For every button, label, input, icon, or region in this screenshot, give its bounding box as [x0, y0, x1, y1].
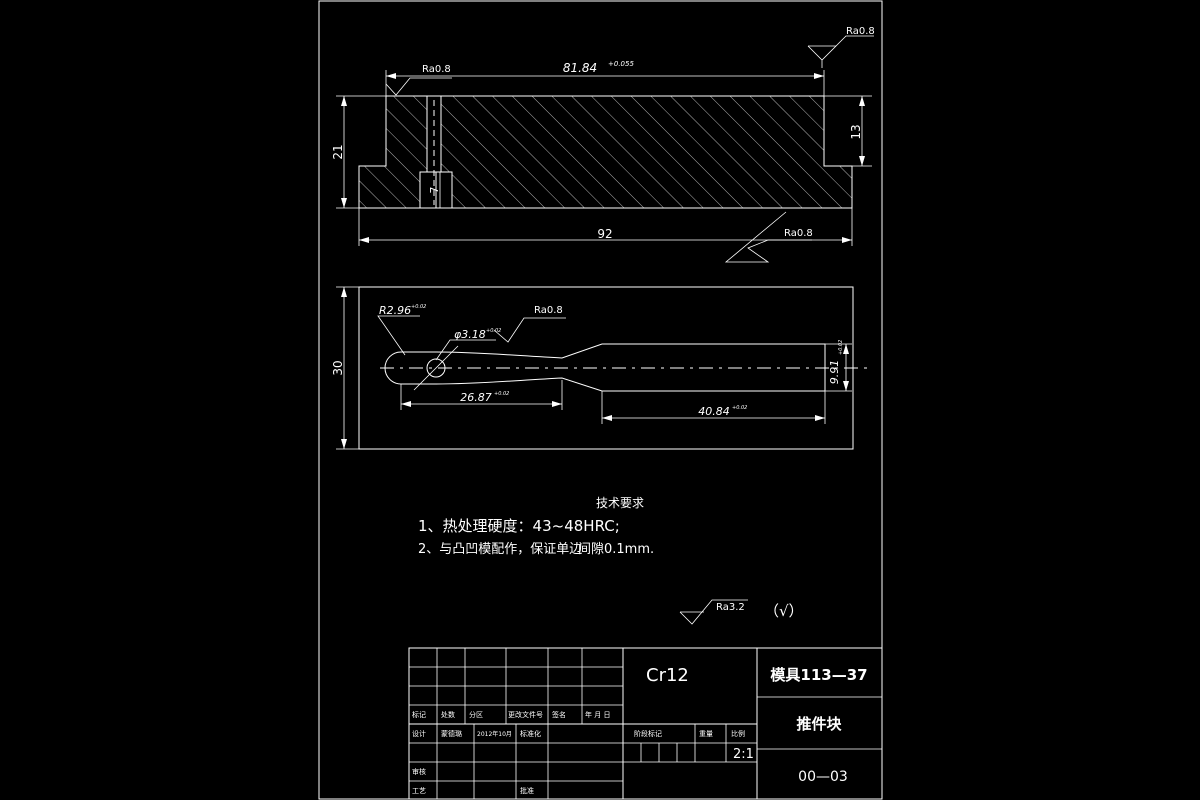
dim-len-a-tol: +0.02	[494, 391, 509, 397]
label-zone: 分区	[469, 710, 483, 719]
roughness-left: Ra0.8	[422, 64, 451, 75]
title-block: Cr12 模具113—37 推件块 00—03 2:1 标记 处数 分区 更改文…	[408, 647, 883, 800]
label-stage-mark: 阶段标记	[634, 729, 662, 738]
front-view-section: 81.84 +0.055 Ra0.8 Ra0.8 21 13 7 92 Ra0.…	[331, 26, 875, 263]
label-design-date: 2012年10月	[477, 730, 512, 738]
material: Cr12	[646, 665, 689, 686]
part-name: 推件块	[796, 715, 842, 733]
drawing-no: 00—03	[798, 769, 848, 785]
dim-radius-tol: +0.02	[411, 304, 426, 310]
dim-len-b: 40.84	[698, 405, 730, 418]
roughness-symbol-general	[679, 599, 748, 625]
label-process: 工艺	[412, 787, 426, 795]
tech-requirements: 技术要求 1、热处理硬度：43~48HRC; 2、与凸凹模配作，保证单边 间隙0…	[418, 496, 654, 557]
roughness-symbol-hole	[493, 317, 566, 343]
dim-height-total: 21	[331, 144, 345, 159]
label-sign: 签名	[552, 710, 566, 719]
roughness-symbol-bottom	[724, 211, 812, 263]
dim-top-tol: +0.055	[608, 60, 634, 68]
label-review: 审核	[412, 767, 426, 776]
dim-len-a: 26.87	[460, 391, 492, 404]
dim-slot: 9.91	[828, 360, 841, 385]
label-count: 处数	[441, 710, 455, 719]
general-roughness: Ra3.2 （√）	[679, 599, 804, 625]
tech-item-2a: 2、与凸凹模配作，保证单边	[418, 542, 582, 557]
dim-height-right: 13	[849, 124, 863, 139]
roughness-top-right: Ra0.8	[846, 26, 875, 37]
dim-top-length: 81.84	[563, 61, 597, 75]
roughness-general: Ra3.2	[716, 602, 745, 613]
roughness-bottom: Ra0.8	[784, 228, 813, 239]
roughness-symbol-top-right	[807, 35, 874, 68]
roughness-symbol-left	[385, 77, 452, 96]
dim-hole-tol: +0.02	[486, 328, 501, 334]
label-weight: 重量	[699, 730, 713, 738]
slot-profile	[384, 343, 826, 392]
dim-hole: φ3.18	[454, 328, 486, 341]
label-approve: 批准	[520, 786, 534, 795]
tech-item-1: 1、热处理硬度：43~48HRC;	[418, 517, 620, 535]
label-ratio: 比例	[731, 729, 745, 738]
tech-title: 技术要求	[596, 496, 644, 510]
roughness-hole: Ra0.8	[534, 305, 563, 316]
top-view: 30 R2.96 +0.02 φ3.18 +0.02 Ra0.8 26.87 +…	[331, 286, 870, 450]
dim-depth-hole: 7	[428, 187, 441, 194]
label-designer: 蒙德璐	[441, 729, 462, 738]
label-change-doc: 更改文件号	[508, 710, 543, 719]
roughness-general-paren: （√）	[764, 602, 804, 620]
dim-width: 30	[331, 360, 345, 375]
dim-radius: R2.96	[379, 304, 411, 317]
dim-len-b-tol: +0.02	[732, 405, 747, 411]
dim-bottom-length: 92	[597, 227, 612, 241]
tech-item-2b: 间隙0.1mm.	[578, 542, 654, 557]
dim-slot-tol: +0.02	[838, 340, 844, 355]
label-design: 设计	[412, 729, 426, 738]
label-standard: 标准化	[520, 729, 541, 738]
drawing-title: 模具113—37	[770, 666, 867, 684]
label-date: 年 月 日	[585, 710, 610, 719]
label-mark: 标记	[412, 710, 426, 719]
scale: 2:1	[733, 747, 754, 762]
